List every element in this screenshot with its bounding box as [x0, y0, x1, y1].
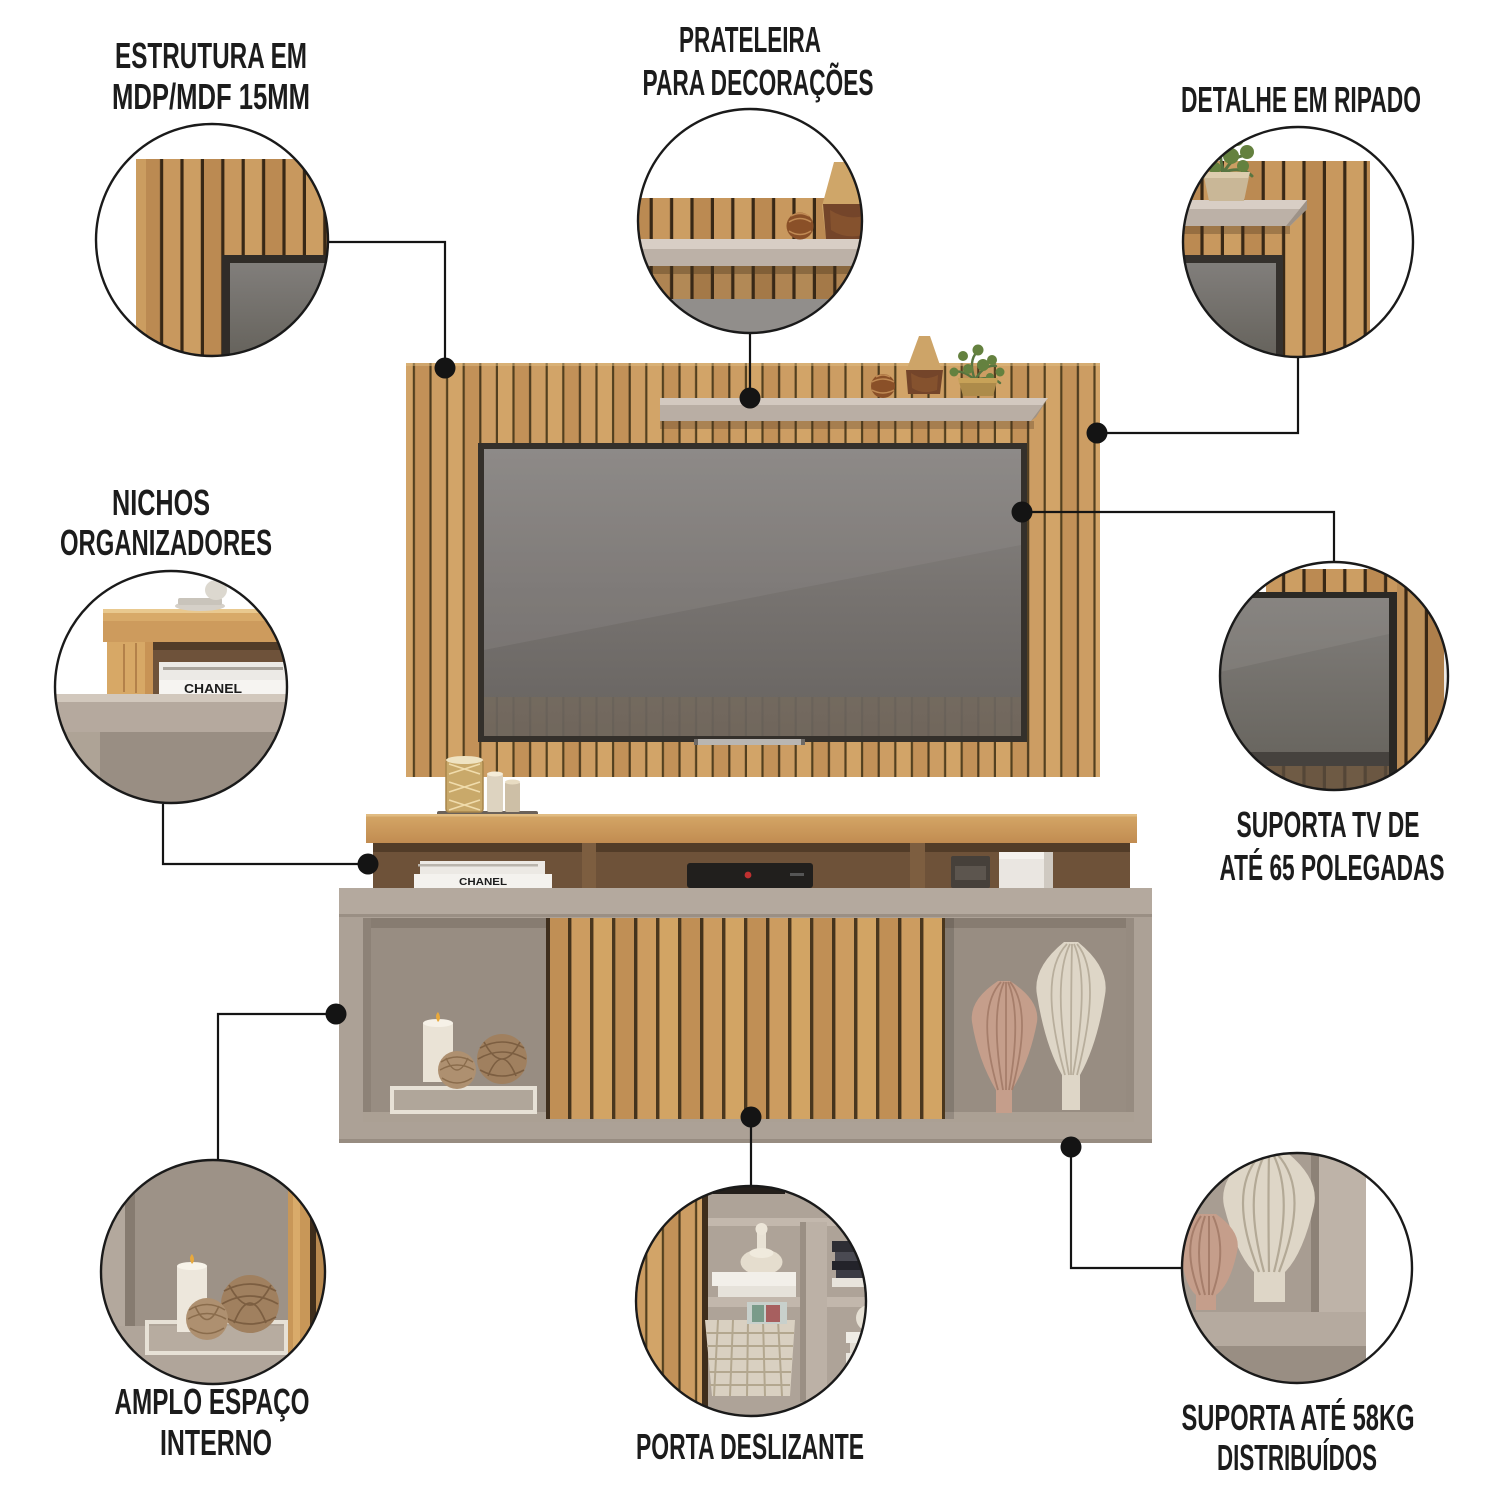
svg-text:INTERNO: INTERNO [160, 1422, 272, 1463]
svg-text:CHANEL: CHANEL [184, 682, 242, 696]
svg-text:AMPLO ESPAÇO: AMPLO ESPAÇO [115, 1381, 310, 1422]
svg-text:SUPORTA TV DE: SUPORTA TV DE [1237, 804, 1420, 845]
svg-text:NICHOS: NICHOS [112, 482, 210, 523]
svg-text:DETALHE EM RIPADO: DETALHE EM RIPADO [1181, 79, 1421, 120]
svg-text:MDP/MDF 15MM: MDP/MDF 15MM [112, 76, 310, 117]
svg-text:ATÉ 65 POLEGADAS: ATÉ 65 POLEGADAS [1220, 847, 1445, 888]
svg-text:ESTRUTURA EM: ESTRUTURA EM [115, 35, 307, 76]
svg-text:DISTRIBUÍDOS: DISTRIBUÍDOS [1217, 1437, 1377, 1478]
svg-text:ORGANIZADORES: ORGANIZADORES [60, 522, 272, 563]
svg-text:SUPORTA ATÉ 58KG: SUPORTA ATÉ 58KG [1182, 1397, 1415, 1438]
svg-text:PRATELEIRA: PRATELEIRA [679, 19, 821, 60]
svg-text:CHANEL: CHANEL [459, 877, 507, 888]
svg-text:PORTA DESLIZANTE: PORTA DESLIZANTE [636, 1426, 864, 1467]
svg-text:PARA DECORAÇÕES: PARA DECORAÇÕES [643, 61, 874, 103]
